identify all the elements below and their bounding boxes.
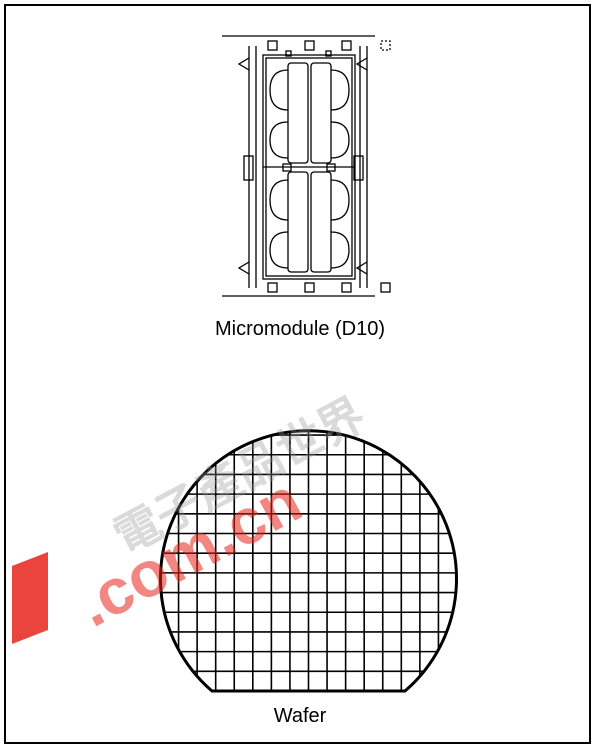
- wafer-caption: Wafer: [273, 705, 327, 727]
- wafer-outline: [159, 429, 458, 693]
- wafer-die-grid: [160, 430, 457, 691]
- figure-frame: [4, 4, 591, 744]
- micromodule-caption: Micromodule (D10): [214, 318, 386, 340]
